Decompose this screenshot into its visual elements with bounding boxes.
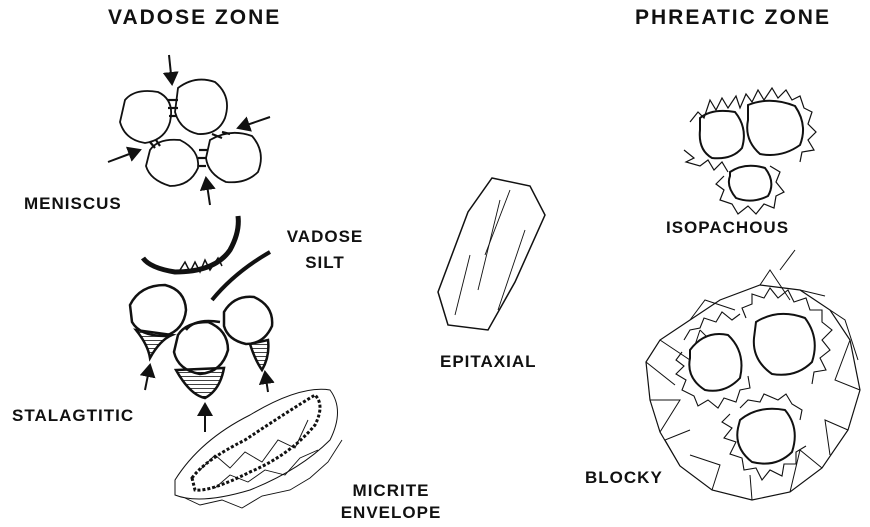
isopachous-label: ISOPACHOUS	[666, 218, 789, 238]
epitaxial-crystal	[438, 178, 545, 330]
isopachous-grains	[700, 101, 803, 201]
micrite-envelope-label-line2: ENVELOPE	[326, 503, 456, 523]
blocky-grains	[689, 314, 814, 464]
meniscus-grains	[120, 80, 261, 186]
meniscus-label: MENISCUS	[24, 194, 122, 214]
blocky-label: BLOCKY	[585, 468, 663, 488]
phreatic-zone-header: PHREATIC ZONE	[635, 6, 831, 30]
vadose-zone-header: VADOSE ZONE	[108, 6, 281, 30]
stalagtitic-grains	[130, 285, 272, 398]
micrite-envelope-label-line1: MICRITE	[326, 481, 456, 501]
vadose-silt-label-line1: VADOSE	[276, 227, 374, 247]
stalagtitic-label: STALAGTITIC	[12, 406, 134, 426]
vadose-silt-label-line2: SILT	[276, 253, 374, 273]
micrite-envelope	[175, 389, 342, 508]
epitaxial-label: EPITAXIAL	[440, 352, 537, 372]
